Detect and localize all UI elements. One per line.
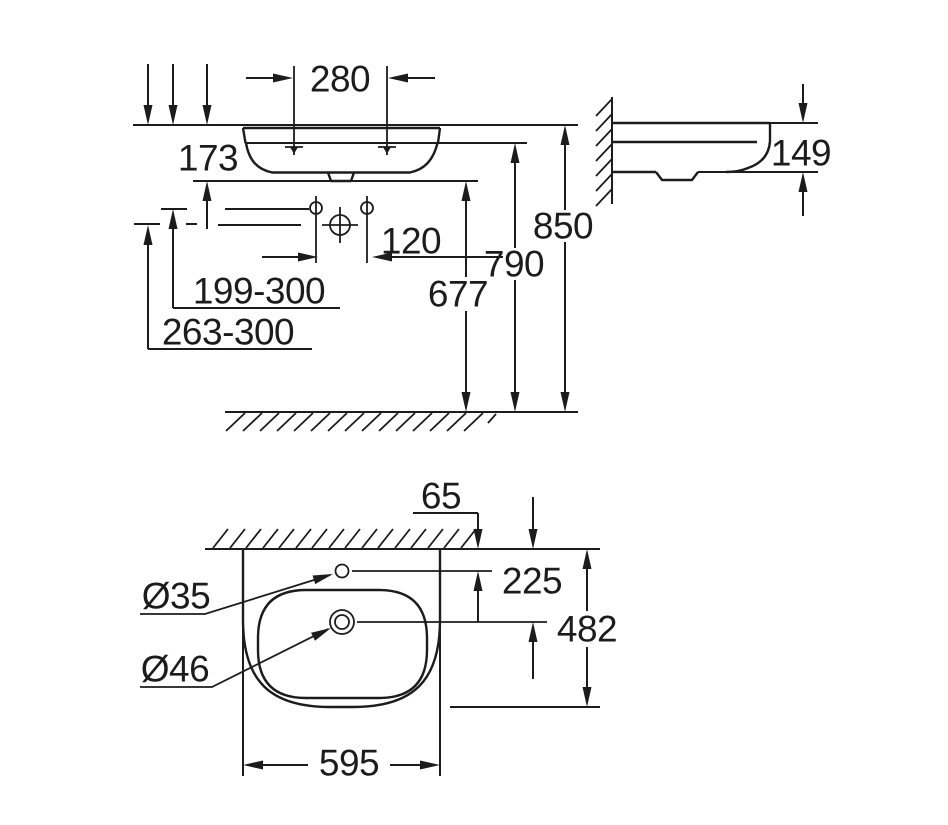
dim-595: 595 [242, 549, 441, 784]
dim-label-149: 149 [771, 133, 831, 174]
basin-bowl-outline [256, 588, 429, 700]
dim-label-790: 790 [484, 244, 544, 285]
dim-label-263-300: 263-300 [162, 312, 294, 353]
dim-65: 65 [413, 476, 483, 622]
dim-label-280: 280 [310, 59, 370, 100]
floor-line [225, 411, 578, 432]
dim-790: 790 [484, 143, 545, 412]
front-view: 280 173 [133, 59, 594, 432]
side-wall [595, 97, 613, 207]
callout-tap-hole-diameter: Ø35 [140, 569, 335, 617]
dim-label-482: 482 [557, 609, 617, 650]
dim-label-65: 65 [421, 476, 461, 517]
fixing-holes [309, 196, 374, 263]
dim-280: 280 [246, 59, 435, 100]
plan-view: 65 225 482 595 Ø35 [140, 476, 618, 784]
upper-reference-arrows [143, 64, 212, 125]
dim-label-173: 173 [178, 138, 238, 179]
callout-drain-diameter: Ø46 [140, 623, 333, 690]
drain-hole-outer [329, 609, 355, 635]
dim-120: 120 [372, 221, 503, 262]
dim-263-300: 263-300 [134, 223, 312, 353]
dim-850: 850 [533, 125, 594, 412]
dim-482: 482 [450, 549, 618, 708]
tap-hole [334, 563, 350, 579]
dim-label-199-300: 199-300 [193, 271, 325, 312]
dim-label-850: 850 [533, 206, 593, 247]
wall-hatching [212, 528, 477, 549]
dim-label-595: 595 [319, 743, 379, 784]
dim-label-120: 120 [381, 221, 441, 262]
dim-149: 149 [698, 84, 832, 216]
dim-label-677: 677 [428, 274, 488, 315]
basin-plan-outline [241, 549, 547, 709]
floor-hatching [225, 412, 497, 432]
dim-label-225: 225 [502, 561, 562, 602]
dim-677: 677 [428, 181, 489, 412]
side-view: 149 [595, 84, 832, 216]
plan-wall [205, 528, 600, 550]
dim-label-dia35: Ø35 [142, 576, 210, 617]
dim-173: 173 [178, 138, 478, 229]
basin-front-outline [241, 126, 527, 183]
dim-label-dia46: Ø46 [141, 649, 209, 690]
drain-hole-inner [334, 614, 350, 630]
wall-hatching [595, 98, 613, 207]
dim-199-300: 199-300 [161, 208, 340, 312]
tap-hole-marks [285, 66, 396, 155]
dim-225: 225 [502, 497, 563, 679]
